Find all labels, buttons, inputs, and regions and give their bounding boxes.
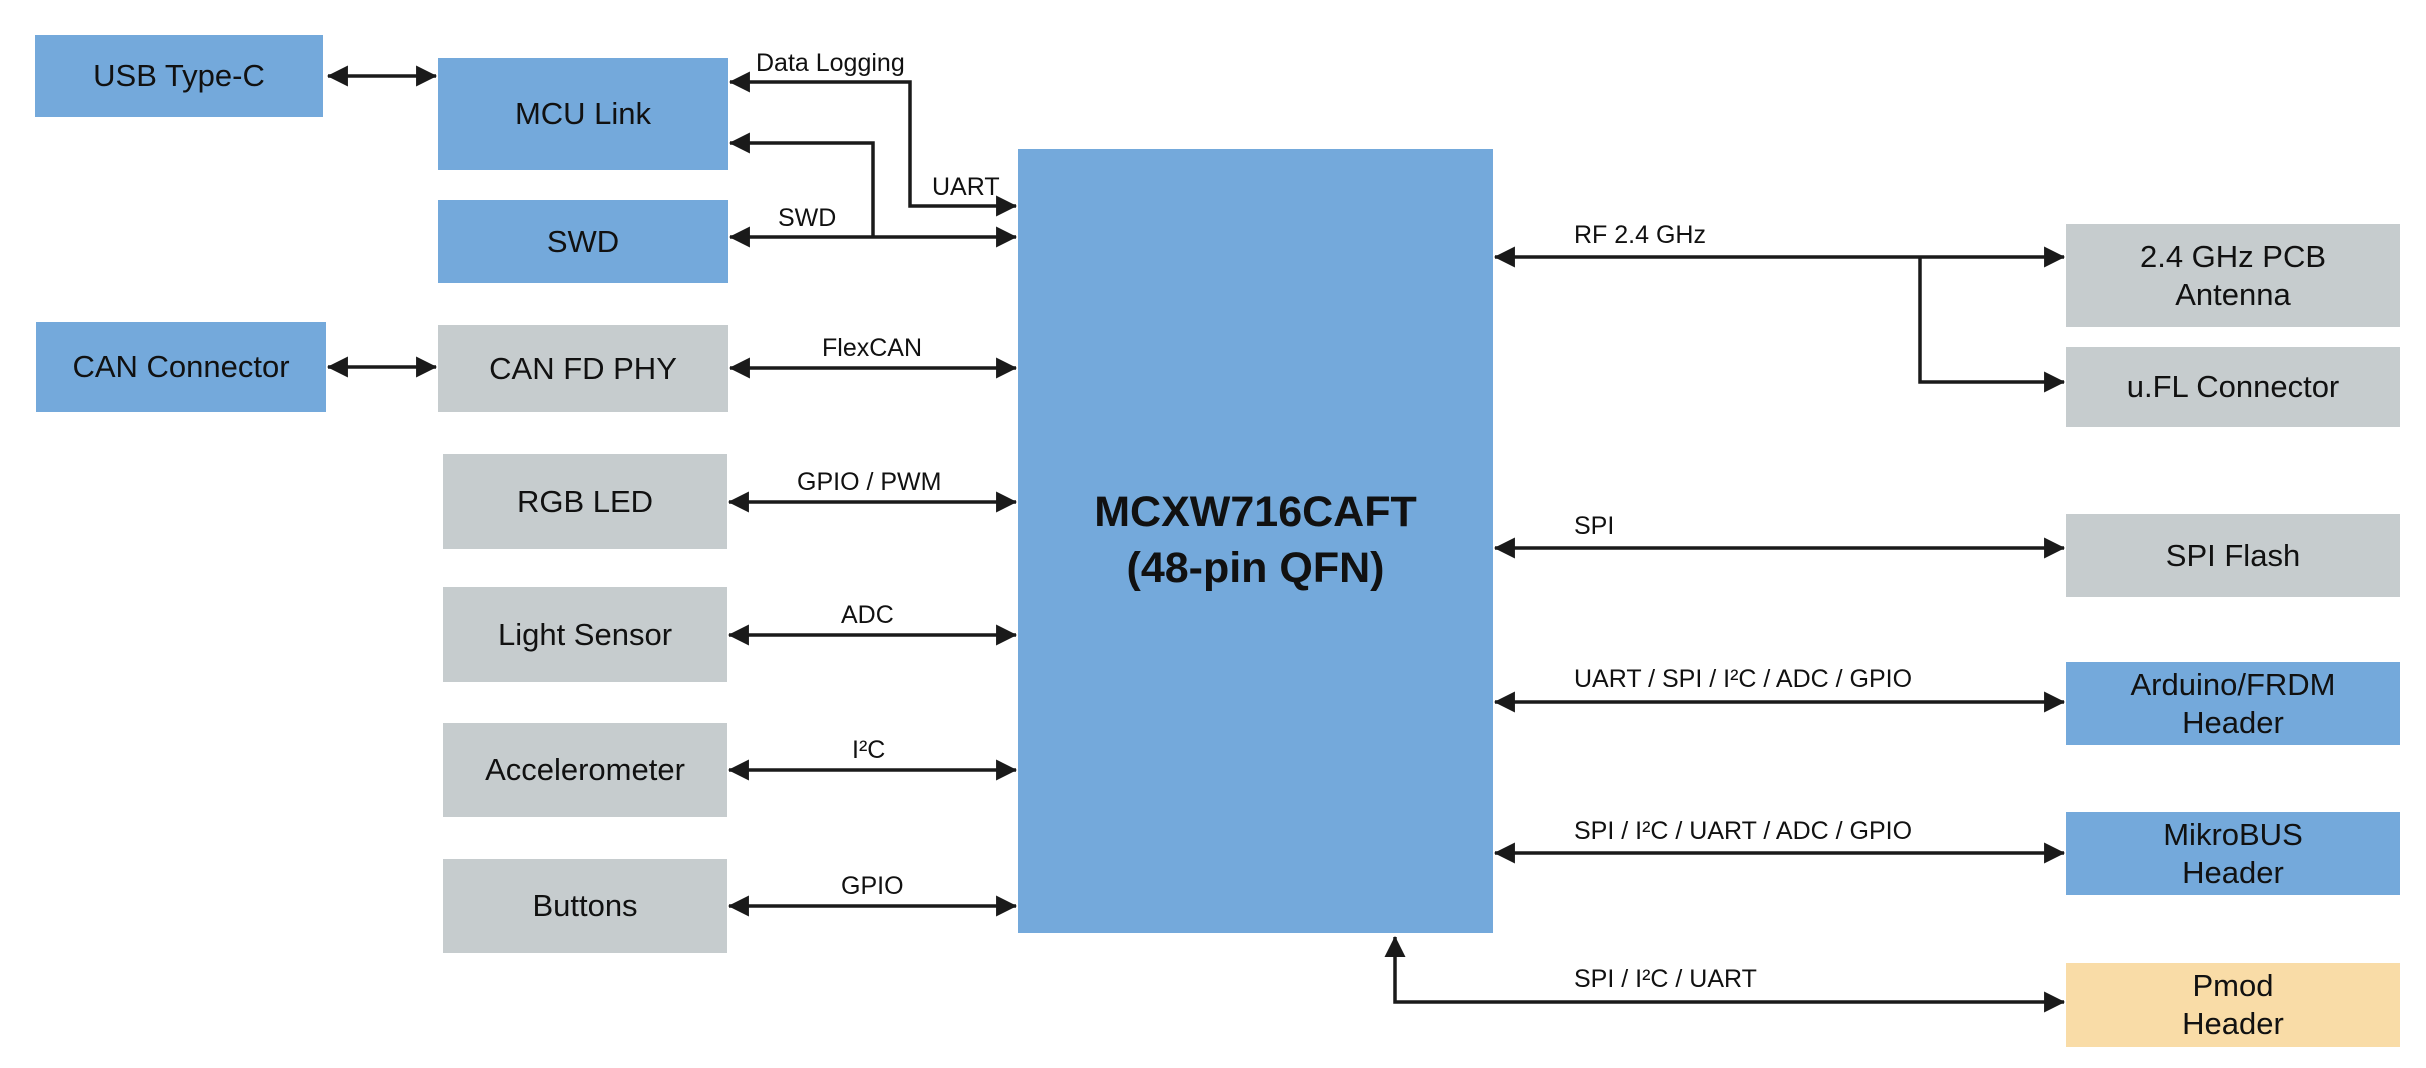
- bus-label-rf: RF 2.4 GHz: [1574, 221, 1706, 249]
- wire-mculink-swd-branch: [728, 132, 875, 237]
- wire-rf-ufl-branch: [1918, 257, 2066, 393]
- bus-label-arduino-bus: UART / SPI / I²C / ADC / GPIO: [1574, 665, 1913, 693]
- mcu-part-number: MCXW716CAFT: [1094, 488, 1417, 537]
- bus-label-mikrobus-bus: SPI / I²C / UART / ADC / GPIO: [1574, 817, 1913, 845]
- bus-label-flexcan: FlexCAN: [822, 334, 923, 362]
- bus-label-data-logging: Data Logging: [756, 49, 905, 77]
- bus-label-i2c: I²C: [852, 736, 886, 764]
- bus-label-gpio: GPIO: [841, 872, 904, 900]
- block-spi-flash: SPI Flash: [2066, 514, 2400, 597]
- block-mcu: MCXW716CAFT (48-pin QFN): [1018, 149, 1493, 933]
- bus-label-swd: SWD: [778, 204, 837, 232]
- block-rgb-led: RGB LED: [443, 454, 727, 549]
- wire-datalogging-uart: [728, 71, 1018, 217]
- block-can-connector: CAN Connector: [36, 322, 326, 412]
- block-mcu-link: MCU Link: [438, 58, 728, 170]
- block-pmod-header: Pmod Header: [2066, 963, 2400, 1047]
- bus-label-spi: SPI: [1574, 512, 1615, 540]
- bus-label-gpio-pwm: GPIO / PWM: [797, 468, 942, 496]
- bus-label-pmod-bus: SPI / I²C / UART: [1574, 965, 1757, 993]
- block-ufl-connector: u.FL Connector: [2066, 347, 2400, 427]
- bus-label-uart: UART: [932, 173, 1000, 201]
- block-can-fd-phy: CAN FD PHY: [438, 325, 728, 412]
- mcu-package: (48-pin QFN): [1126, 544, 1385, 592]
- wire-pmod-bus: [1384, 935, 2066, 1013]
- block-arduino-frdm-header: Arduino/FRDM Header: [2066, 662, 2400, 745]
- block-swd-connector: SWD: [438, 200, 728, 283]
- block-mikrobus-header: MikroBUS Header: [2066, 812, 2400, 895]
- block-pcb-antenna: 2.4 GHz PCB Antenna: [2066, 224, 2400, 327]
- block-light-sensor: Light Sensor: [443, 587, 727, 682]
- block-usb-type-c: USB Type-C: [35, 35, 323, 117]
- block-buttons: Buttons: [443, 859, 727, 953]
- bus-label-adc: ADC: [841, 601, 894, 629]
- block-accelerometer: Accelerometer: [443, 723, 727, 817]
